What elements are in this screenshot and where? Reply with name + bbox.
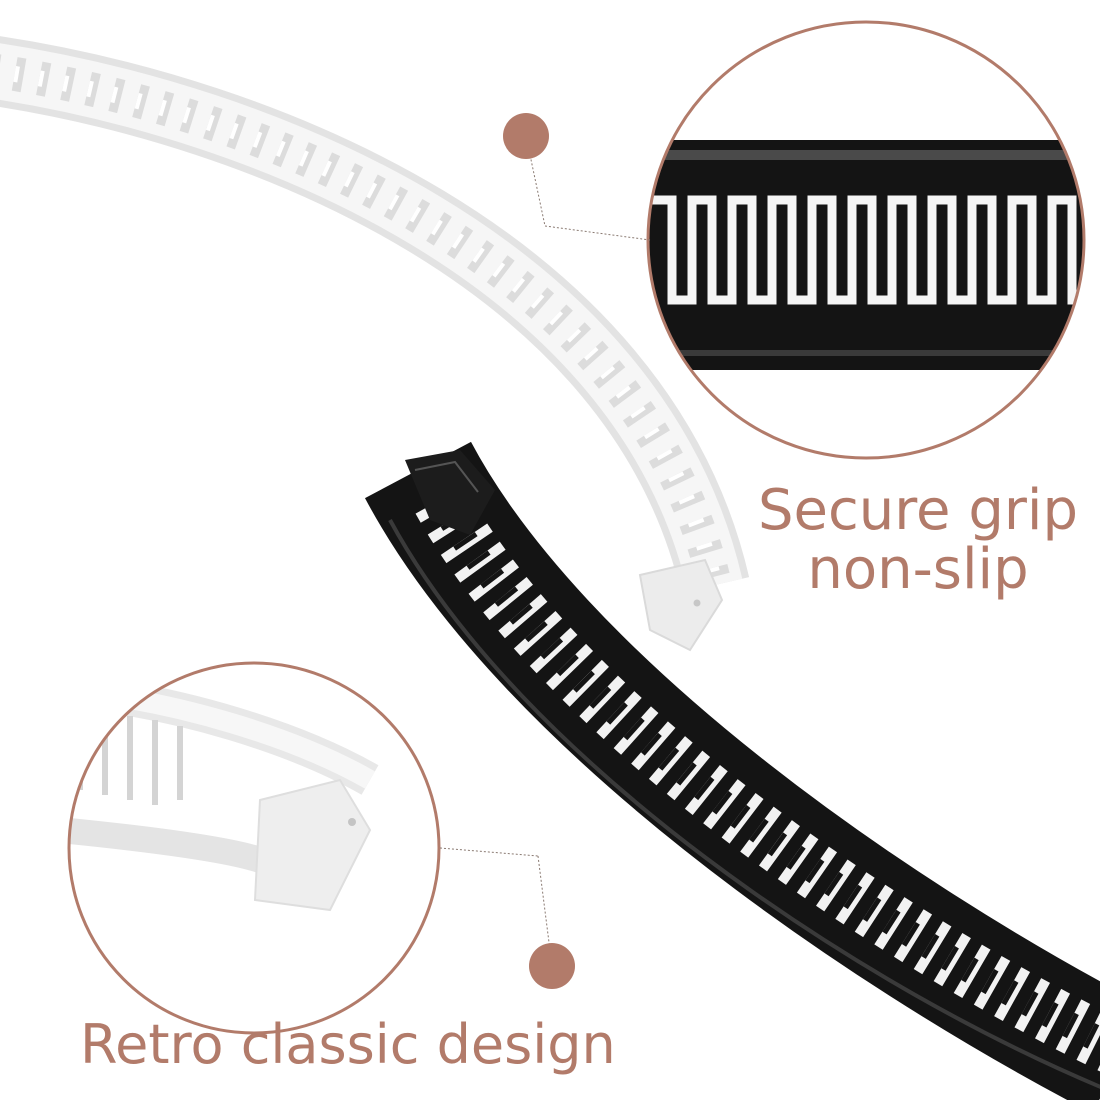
grip-caption-line1: Secure grip	[757, 478, 1078, 543]
grip-caption: Secure grip non-slip	[757, 478, 1078, 602]
grip-caption-line2: non-slip	[807, 536, 1029, 602]
white-clip	[0, 36, 750, 652]
black-clip	[365, 441, 1100, 1100]
design-marker-dot	[529, 943, 575, 989]
design-zoom-circle	[67, 661, 441, 1035]
retro-caption: Retro classic design	[80, 1013, 616, 1076]
grip-callout	[503, 113, 651, 241]
grip-marker-dot	[503, 113, 549, 159]
design-callout	[439, 847, 575, 989]
grip-zoom-circle	[646, 20, 1086, 460]
